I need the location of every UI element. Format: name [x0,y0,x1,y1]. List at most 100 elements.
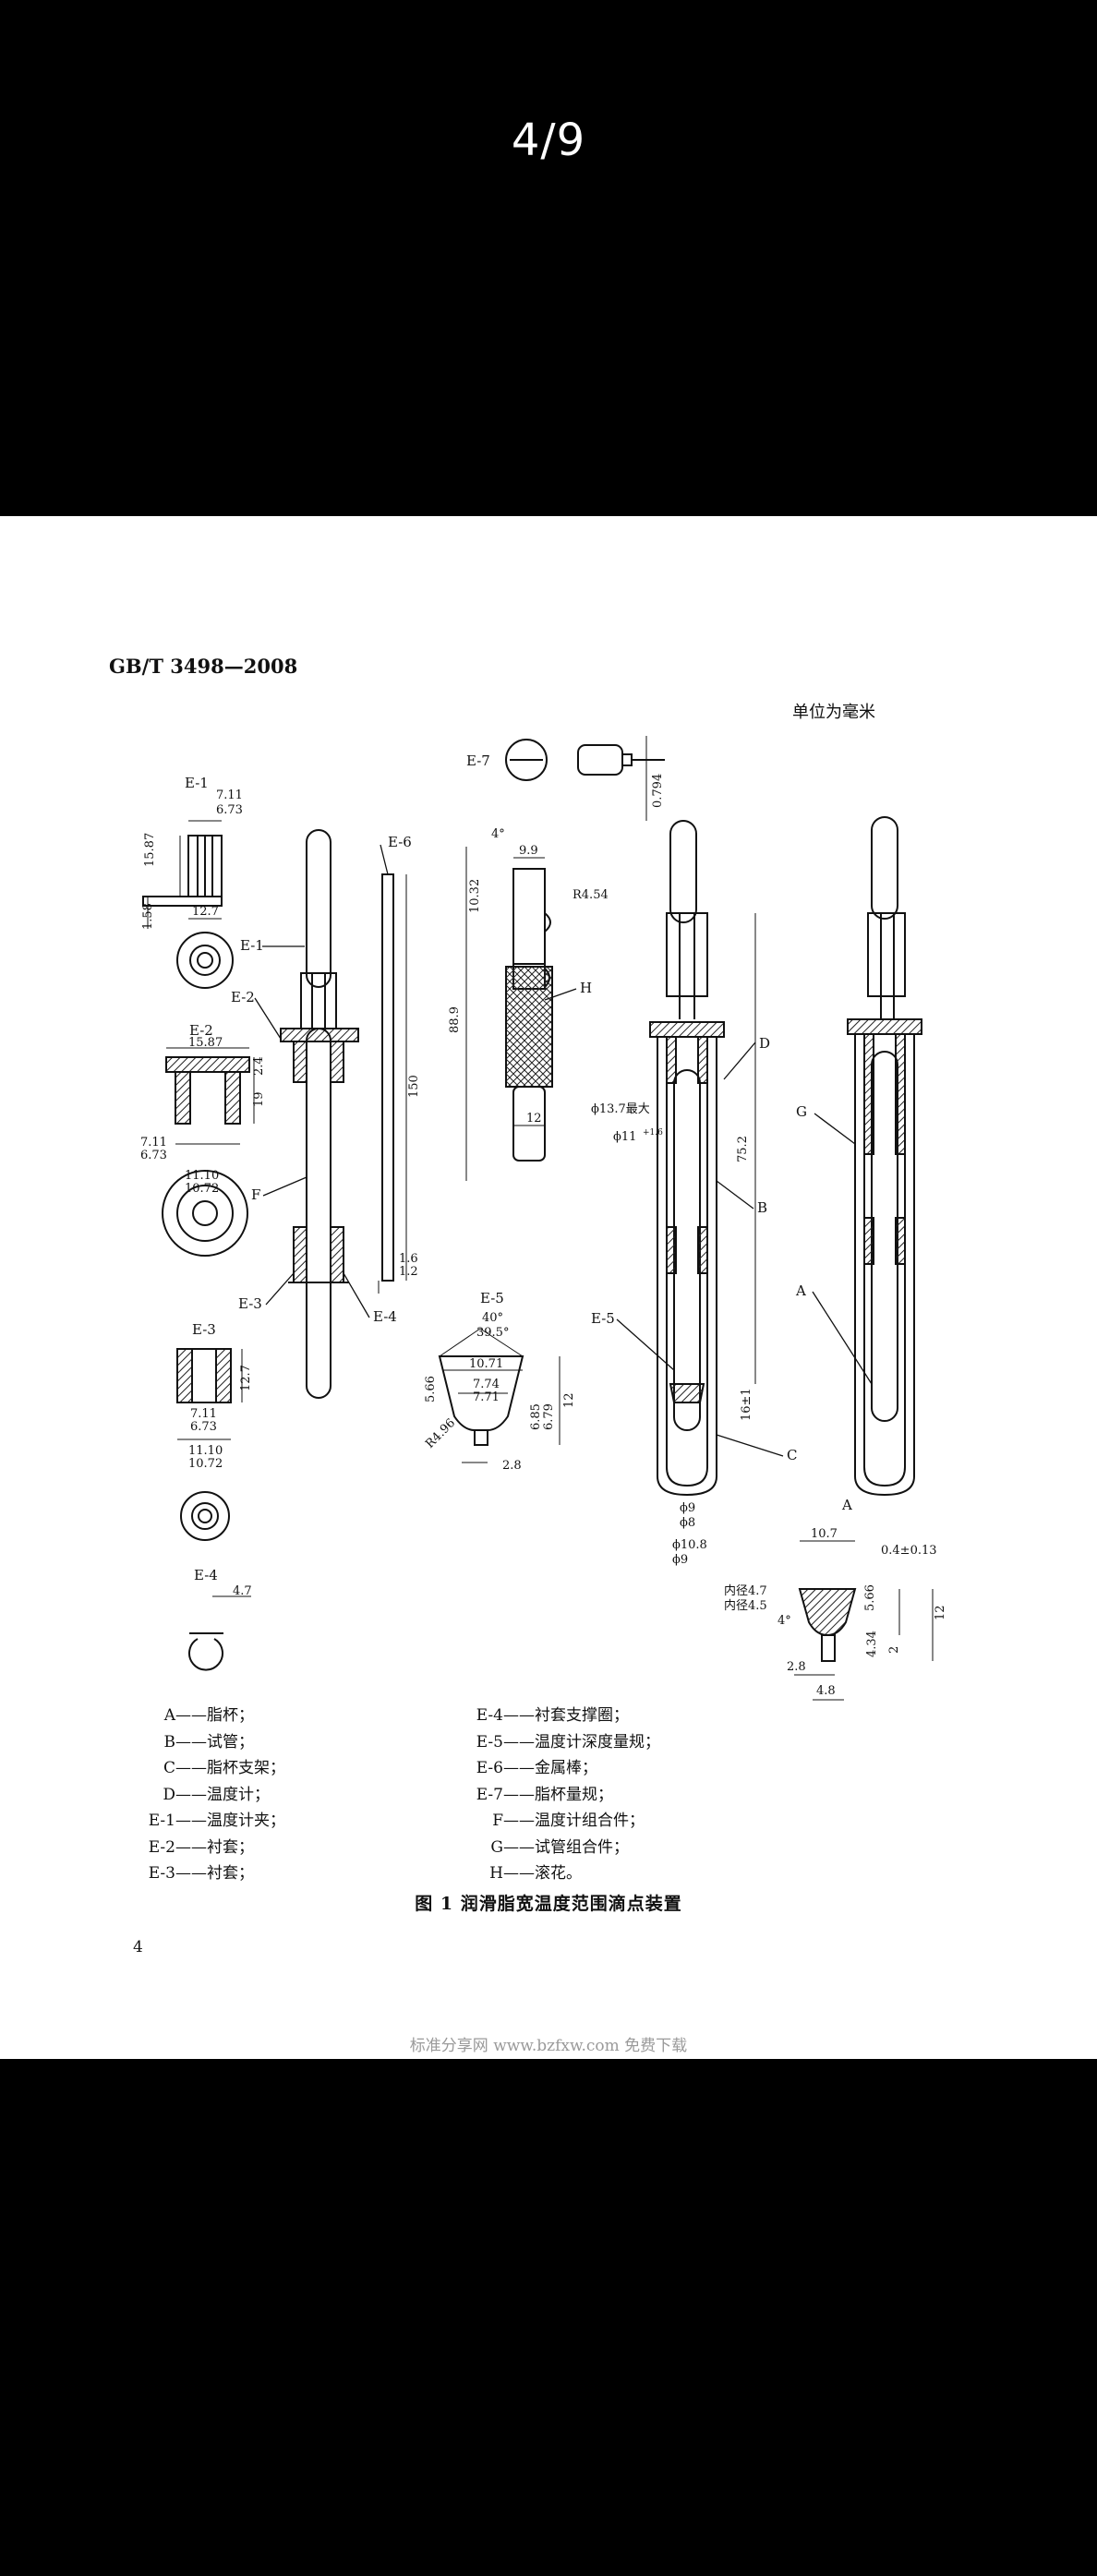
svg-text:5.66: 5.66 [863,1584,877,1611]
part-a-cup [794,1540,934,1701]
svg-text:0.794: 0.794 [651,774,665,808]
svg-text:9.9: 9.9 [519,844,538,858]
label-e5: E-5 [480,1290,504,1306]
svg-text:4°: 4° [778,1614,791,1628]
svg-text:6.79: 6.79 [542,1403,556,1430]
svg-text:12: 12 [562,1392,576,1408]
part-g-assembly [847,816,922,1497]
svg-text:6.85: 6.85 [529,1403,543,1430]
page-number: 4 [133,1938,143,1956]
label-e3: E-3 [192,1321,216,1338]
svg-text:内径4.7: 内径4.7 [724,1583,767,1598]
svg-text:R4.54: R4.54 [573,888,609,902]
svg-text:ϕ10.8: ϕ10.8 [672,1538,707,1552]
svg-text:10.71: 10.71 [469,1357,503,1371]
legend-item: C——脂杯支架； [163,1759,285,1777]
legend-right: E-4——衬套支撑圈； E-5——温度计深度量规； E-6——金属棒； E-7—… [462,1703,660,1887]
document-page: GB/T 3498—2008 单位为毫米 [0,516,1097,2059]
svg-text:1.6: 1.6 [399,1252,418,1266]
legend-item: E-5——温度计深度量规； [476,1732,660,1751]
svg-text:ϕ9: ϕ9 [680,1501,695,1515]
svg-text:6.73: 6.73 [190,1420,217,1434]
svg-text:6.73: 6.73 [216,803,243,817]
svg-text:11.10: 11.10 [185,1169,219,1183]
label-a: A [841,1497,852,1513]
svg-text:88.9: 88.9 [448,1006,462,1033]
svg-text:10.7: 10.7 [811,1527,838,1541]
svg-text:7.74: 7.74 [473,1378,500,1391]
label-e1-ref: E-1 [240,937,264,954]
svg-text:7.11: 7.11 [140,1136,167,1150]
svg-text:12: 12 [934,1605,947,1620]
label-e3-ref: E-3 [238,1295,262,1312]
svg-text:4.34: 4.34 [865,1631,879,1657]
svg-text:5.66: 5.66 [424,1376,438,1402]
svg-text:7.11: 7.11 [216,788,243,802]
watermark: 标准分享网 www.bzfxw.com 免费下载 [409,2037,688,2055]
legend-left: A——脂杯； B——试管； C——脂杯支架； D——温度计； E-1——温度计夹… [139,1703,285,1887]
part-e7 [505,736,665,821]
svg-text:ϕ8: ϕ8 [680,1516,695,1530]
legend-item: E-2——衬套； [148,1837,254,1857]
unit-note: 单位为毫米 [792,703,875,722]
legend-item: H——滚花。 [489,1864,582,1883]
svg-text:40°: 40° [482,1311,503,1325]
svg-text:2: 2 [887,1646,901,1654]
label-e6: E-6 [388,834,412,850]
part-e2 [162,1047,255,1257]
svg-text:10.72: 10.72 [185,1182,219,1196]
part-e3 [176,1348,243,1541]
legend-item: E-6——金属棒； [476,1759,597,1777]
label-e2-ref: E-2 [231,989,255,1005]
part-f-assembly [280,829,359,1399]
leader-lines [254,844,873,1457]
label-g: G [796,1103,807,1120]
svg-text:10.72: 10.72 [188,1457,223,1471]
part-e1 [142,820,234,989]
legend-item: E-4——衬套支撑圈； [476,1706,629,1725]
label-e7: E-7 [466,752,490,769]
label-c: C [787,1447,797,1463]
svg-text:75.2: 75.2 [736,1136,750,1162]
svg-text:2.8: 2.8 [787,1660,806,1674]
legend-item: F——温度计组合件； [492,1812,645,1830]
svg-text:ϕ11: ϕ11 [613,1130,636,1144]
label-d: D [759,1035,770,1052]
part-e4 [188,1595,251,1671]
svg-text:4.8: 4.8 [816,1684,836,1698]
svg-text:150: 150 [407,1075,421,1098]
svg-text:2.4: 2.4 [252,1056,266,1076]
label-e2: E-2 [189,1022,213,1039]
svg-text:12.7: 12.7 [192,905,219,919]
figure-caption: 图 1 润滑脂宽温度范围滴点装置 [415,1894,682,1914]
svg-text:7.11: 7.11 [190,1407,217,1421]
svg-text:12: 12 [526,1112,542,1125]
svg-text:15.87: 15.87 [188,1036,223,1050]
label-e4: E-4 [194,1567,218,1583]
svg-text:1.2: 1.2 [399,1265,418,1279]
legend-item: A——脂杯； [163,1706,254,1725]
legend-item: E-1——温度计夹； [148,1812,285,1830]
label-f: F [251,1186,260,1203]
dimension-texts: 7.11 6.73 15.87 1.58 12.7 15.87 2.4 19 7… [140,774,947,1698]
part-e6 [378,873,407,1294]
svg-text:4°: 4° [491,827,505,841]
svg-text:+1.6: +1.6 [643,1128,663,1138]
svg-text:内径4.5: 内径4.5 [724,1598,767,1613]
svg-text:15.87: 15.87 [143,833,157,867]
svg-text:R4.96: R4.96 [423,1416,458,1451]
legend-item: E-3——衬套； [148,1864,254,1883]
svg-text:39.5°: 39.5° [476,1326,509,1340]
legend-item: E-7——脂杯量规； [476,1785,613,1804]
legend-item: B——试管； [163,1732,255,1751]
svg-text:11.10: 11.10 [188,1444,223,1458]
svg-text:6.73: 6.73 [140,1149,167,1162]
part-e5 [438,1328,561,1463]
label-e5-ref: E-5 [591,1310,615,1327]
svg-text:ϕ9: ϕ9 [672,1553,688,1567]
legend-item: D——温度计； [163,1785,270,1804]
label-b: B [757,1199,767,1216]
svg-text:7.71: 7.71 [473,1390,500,1404]
part-h-rod [465,847,553,1181]
svg-text:16±1: 16±1 [740,1388,753,1421]
